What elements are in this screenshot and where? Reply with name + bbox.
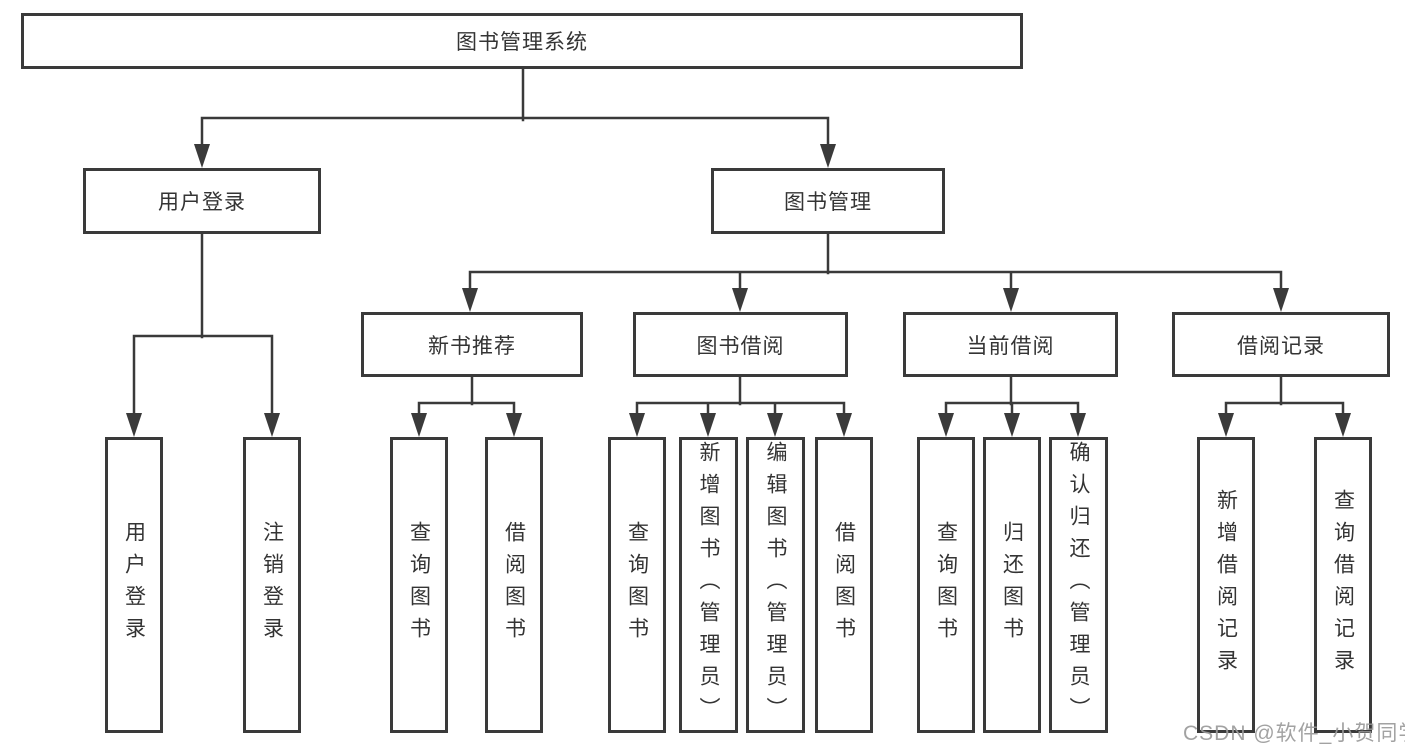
leaf-user-login: 用户登录 xyxy=(105,437,163,733)
leaf-logout: 注销登录 xyxy=(243,437,301,733)
node-label: 用户登录 xyxy=(122,521,146,649)
node-root: 图书管理系统 xyxy=(21,13,1023,69)
leaf-borrow-borrow-books: 借阅图书 xyxy=(815,437,873,733)
node-label: 新增借阅记录 xyxy=(1214,489,1238,681)
leaf-current-confirm-return-admin: 确认归还（管理员） xyxy=(1049,437,1108,733)
leaf-record-add: 新增借阅记录 xyxy=(1197,437,1255,733)
node-user-login: 用户登录 xyxy=(83,168,321,234)
node-label: 确认归还（管理员） xyxy=(1067,441,1091,729)
node-label: 编辑图书（管理员） xyxy=(764,441,788,729)
node-label: 查询借阅记录 xyxy=(1331,489,1355,681)
leaf-borrow-add-books-admin: 新增图书（管理员） xyxy=(679,437,738,733)
node-book-management: 图书管理 xyxy=(711,168,945,234)
node-label: 当前借阅 xyxy=(966,334,1055,358)
connector-path xyxy=(132,67,1345,417)
node-current-borrow: 当前借阅 xyxy=(903,312,1118,377)
node-label: 图书借阅 xyxy=(696,334,785,358)
node-label: 图书管理 xyxy=(784,191,872,214)
leaf-current-return-books: 归还图书 xyxy=(983,437,1041,733)
leaf-record-query: 查询借阅记录 xyxy=(1314,437,1372,733)
node-label: 查询图书 xyxy=(625,521,649,649)
leaf-borrow-query-books: 查询图书 xyxy=(608,437,666,733)
leaf-recommend-query-books: 查询图书 xyxy=(390,437,448,733)
leaf-current-query-books: 查询图书 xyxy=(917,437,975,733)
arrowheads xyxy=(126,144,1351,437)
node-label: 新书推荐 xyxy=(428,334,516,358)
node-label: 借阅图书 xyxy=(502,521,526,649)
node-label: 查询图书 xyxy=(934,521,958,649)
leaf-borrow-edit-books-admin: 编辑图书（管理员） xyxy=(746,437,805,733)
node-book-borrow: 图书借阅 xyxy=(633,312,848,377)
node-borrow-record: 借阅记录 xyxy=(1172,312,1390,377)
watermark: CSDN @软件_小贺同学 xyxy=(1183,722,1405,745)
node-label: 新增图书（管理员） xyxy=(697,441,721,729)
node-label: 借阅记录 xyxy=(1237,334,1325,358)
leaf-recommend-borrow-books: 借阅图书 xyxy=(485,437,543,733)
node-label: 图书管理系统 xyxy=(456,31,588,54)
node-label: 查询图书 xyxy=(407,521,431,649)
node-label: 用户登录 xyxy=(158,191,246,214)
node-label: 借阅图书 xyxy=(832,521,856,649)
node-new-book-recommend: 新书推荐 xyxy=(361,312,583,377)
node-label: 注销登录 xyxy=(260,521,284,649)
node-label: 归还图书 xyxy=(1000,521,1024,649)
